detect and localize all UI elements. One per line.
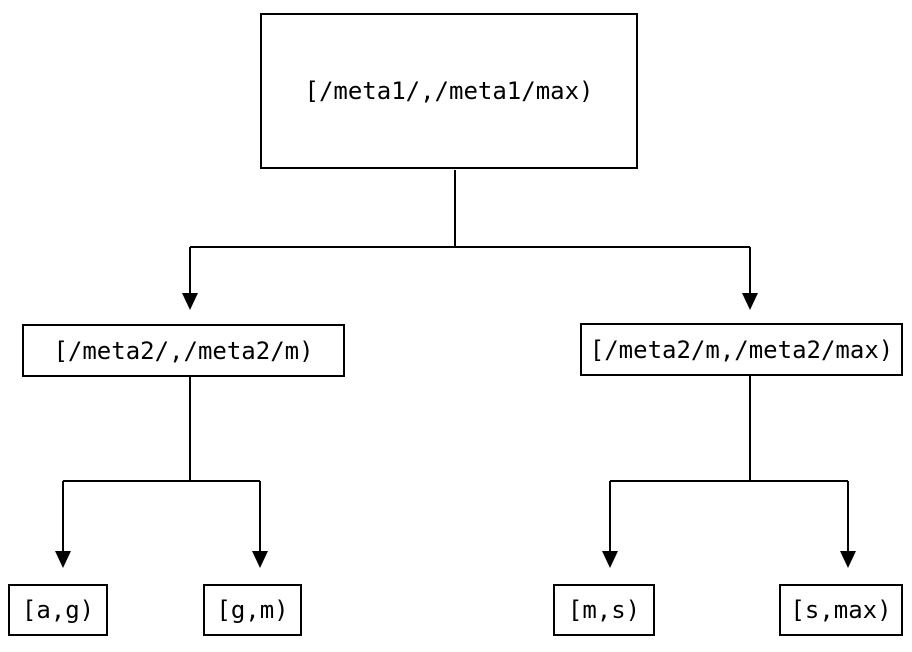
arrowhead [252, 551, 268, 568]
tree-node-leaf-smax: [s,max) [779, 584, 903, 636]
tree-node-leaf-ag-label: [a,g) [21, 596, 95, 624]
tree-node-meta2-right-label: [/meta2/m,/meta2/max) [589, 335, 894, 364]
arrowhead [55, 551, 71, 568]
tree-node-leaf-gm-label: [g,m) [216, 596, 289, 624]
tree-node-meta2-right: [/meta2/m,/meta2/max) [580, 323, 903, 376]
tree-node-root: [/meta1/,/meta1/max) [260, 13, 638, 169]
edge-right-to-leaves [609, 376, 849, 551]
tree-node-root-label: [/meta1/,/meta1/max) [304, 77, 594, 105]
tree-node-leaf-gm: [g,m) [203, 584, 302, 636]
tree-node-leaf-ms-label: [m,s) [567, 596, 641, 624]
edge-root-to-level2 [189, 170, 751, 293]
arrowhead [182, 293, 198, 310]
tree-node-meta2-left-label: [/meta2/,/meta2/m) [53, 336, 314, 365]
tree-node-leaf-ag: [a,g) [8, 584, 108, 636]
arrowhead [840, 551, 856, 568]
arrowhead [742, 293, 758, 310]
arrowhead [602, 551, 618, 568]
tree-node-leaf-ms: [m,s) [553, 584, 655, 636]
tree-node-meta2-left: [/meta2/,/meta2/m) [22, 324, 345, 377]
edge-left-to-leaves [62, 377, 261, 551]
tree-node-leaf-smax-label: [s,max) [790, 596, 892, 624]
